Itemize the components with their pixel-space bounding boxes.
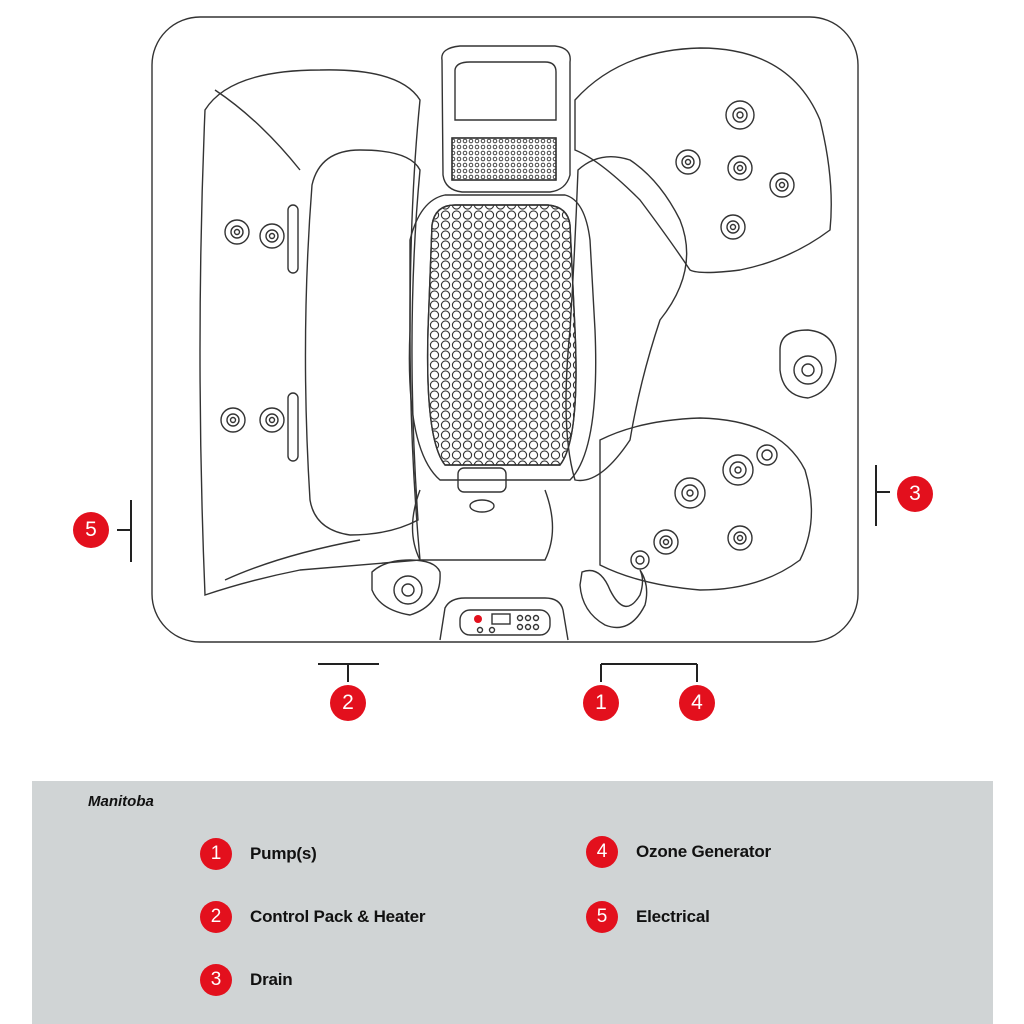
legend-label: Ozone Generator [636, 842, 771, 861]
legend-badge: 2 [200, 901, 232, 933]
control-panel [439, 597, 569, 641]
legend-badge: 5 [586, 901, 618, 933]
legend-badge: 3 [200, 964, 232, 996]
center-lounger [408, 194, 597, 561]
legend-item-control-pack: 2 Control Pack & Heater [200, 901, 425, 933]
legend-item-electrical: 5 Electrical [586, 901, 710, 933]
legend-label: Electrical [636, 907, 710, 926]
legend-label: Pump(s) [250, 844, 317, 863]
legend-label: Control Pack & Heater [250, 907, 426, 926]
tub-outer-shell [151, 16, 859, 643]
legend-label: Drain [250, 970, 293, 989]
legend-item-ozone: 4 Ozone Generator [586, 836, 771, 868]
right-lower-seat [599, 417, 813, 591]
leader-lines [117, 465, 890, 682]
marker-4: 4 [679, 685, 715, 721]
marker-3: 3 [897, 476, 933, 512]
right-corner-seat [574, 47, 832, 274]
right-pillow [565, 156, 688, 482]
left-jets [220, 204, 299, 462]
marker-2: 2 [330, 685, 366, 721]
marker-1: 1 [583, 685, 619, 721]
legend-badge: 4 [586, 836, 618, 868]
legend-panel: Manitoba 1 Pump(s) 2 Control Pack & Heat… [32, 781, 993, 1024]
marker-5: 5 [73, 512, 109, 548]
legend-badge: 1 [200, 838, 232, 870]
hot-tub-diagram: 5 3 2 1 4 [73, 16, 933, 721]
left-lounge-contour-low [224, 539, 361, 581]
left-lounge-seat [199, 69, 421, 596]
legend-item-drain: 3 Drain [200, 964, 293, 996]
right-upper-jets [675, 100, 795, 240]
right-lower-jets [630, 444, 778, 570]
front-right-cupholder [579, 569, 648, 629]
hot-tub-top-view [117, 16, 890, 682]
legend-item-pumps: 1 Pump(s) [200, 838, 317, 870]
left-lounge-contour [214, 89, 301, 171]
headrest-waterfall [441, 45, 571, 193]
side-diverter-valve [779, 329, 837, 399]
left-pillow [304, 149, 421, 536]
front-left-valve [371, 559, 441, 616]
legend-title: Manitoba [88, 793, 154, 810]
